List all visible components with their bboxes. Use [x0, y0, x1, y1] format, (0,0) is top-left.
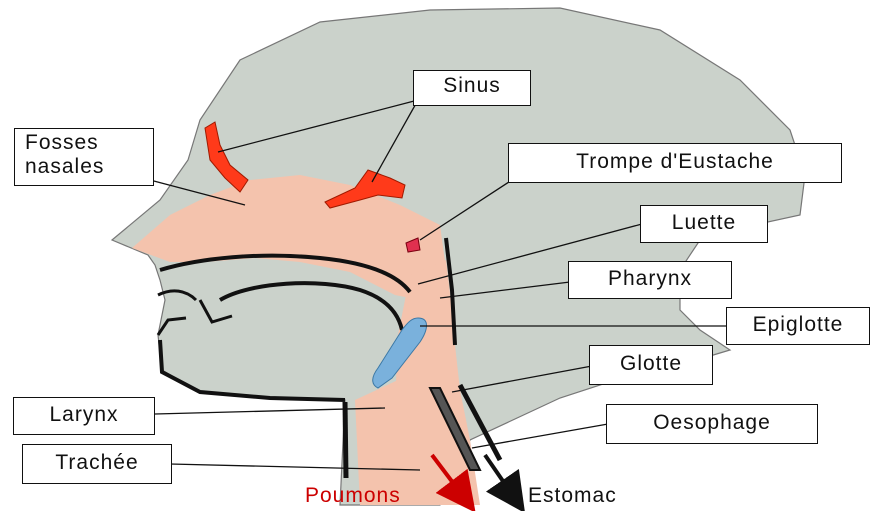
label-oesophage: Oesophage [606, 404, 818, 444]
label-sinus: Sinus [413, 70, 531, 106]
label-fosses-line2: nasales [25, 155, 104, 178]
label-trachee: Trachée [22, 444, 172, 484]
label-fosses-line1: Fosses [25, 131, 99, 154]
label-luette: Luette [640, 205, 768, 243]
label-pharynx: Pharynx [568, 261, 732, 299]
label-poumons: Poumons [305, 484, 401, 508]
neck-front-outline [345, 402, 346, 478]
label-trompe-eustache: Trompe d'Eustache [508, 143, 842, 183]
label-fosses-nasales: Fosses nasales [14, 128, 154, 186]
estomac-arrow [485, 455, 516, 500]
label-glotte: Glotte [589, 345, 713, 385]
label-estomac: Estomac [528, 484, 617, 508]
label-epiglotte: Epiglotte [726, 307, 870, 345]
label-larynx: Larynx [13, 397, 155, 435]
